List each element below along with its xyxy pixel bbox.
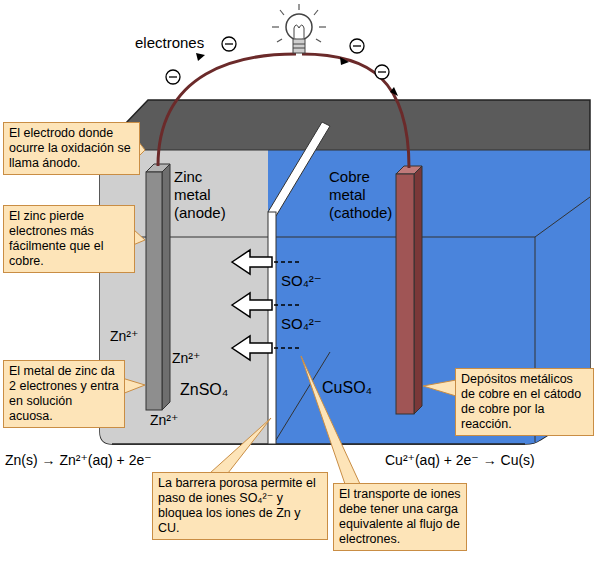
callout-pointer — [122, 141, 456, 484]
callout-box: El transporte de iones debe tener una ca… — [333, 483, 467, 551]
half-reaction: Zn(s) → Zn²⁺(aq) + 2e⁻ — [5, 452, 152, 469]
barrier-edge — [276, 352, 330, 440]
ion-label: SO₄²⁻ — [281, 272, 322, 290]
wire — [158, 54, 296, 166]
callout-text: El transporte de iones debe tener una ca… — [339, 487, 461, 547]
callout-box: El zinc pierde electrones más fácilmente… — [3, 205, 135, 273]
ion-arrows — [232, 250, 272, 360]
ion-label: Zn²⁺ — [172, 350, 200, 367]
ion-label: Zn²⁺ — [150, 412, 178, 429]
copper-electrode — [414, 166, 422, 414]
light-bulb — [272, 4, 326, 53]
half-reaction: Cu²⁺(aq) + 2e⁻ → Cu(s) — [385, 452, 535, 469]
callout-text: La barrera porosa permite el paso de ion… — [158, 476, 322, 536]
callout-box: El metal de zinc da 2 electrones y entra… — [3, 360, 125, 428]
ion-label: SO₄²⁻ — [281, 315, 322, 333]
porous-barrier — [268, 212, 276, 444]
electrode-label: Cobre metal (cathode) — [329, 168, 392, 222]
zinc-electrode — [146, 172, 162, 410]
tank-wall — [100, 100, 590, 444]
tank-bottom — [112, 443, 525, 445]
zinc-electrode — [162, 164, 170, 410]
callout-text: El zinc pierde electrones más fácilmente… — [9, 209, 129, 269]
solution-label: CuSO₄ — [322, 378, 372, 397]
porous-barrier — [268, 122, 330, 216]
callout-text: El metal de zinc da 2 electrones y entra… — [9, 364, 119, 424]
callout-box: Depósitos metálicos de cobre en el cátod… — [455, 368, 594, 436]
ion-label: Zn²⁺ — [110, 328, 138, 345]
solution-label: ZnSO₄ — [180, 380, 228, 399]
callout-box: La barrera porosa permite el paso de ion… — [152, 472, 328, 540]
liquid-surface — [100, 150, 590, 151]
electron-flow-arrow — [196, 53, 398, 96]
callout-box: El electrodo donde ocurre la oxidación s… — [3, 122, 140, 175]
electrode-label: Zinc metal (anode) — [174, 168, 226, 222]
callout-text: Depósitos metálicos de cobre en el cátod… — [461, 372, 588, 432]
electron-label: electrones — [135, 34, 204, 52]
wire — [302, 54, 409, 168]
copper-electrode — [396, 174, 414, 414]
callout-text: El electrodo donde ocurre la oxidación s… — [9, 126, 134, 171]
